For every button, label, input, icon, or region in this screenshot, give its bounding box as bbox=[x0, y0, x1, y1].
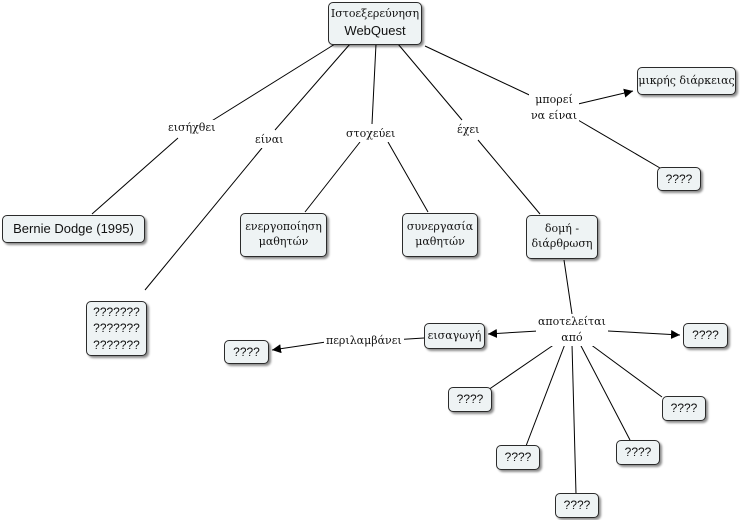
part-right-node[interactable]: ???? bbox=[683, 323, 728, 348]
link-label-targets: στοχεύει bbox=[344, 126, 398, 142]
part-a-node[interactable]: ???? bbox=[448, 387, 492, 412]
unknown-left-node[interactable]: ???? bbox=[224, 340, 269, 364]
unknown-multi-node[interactable]: ??????? ??????? ??????? bbox=[86, 301, 147, 356]
is-text: είναι bbox=[255, 133, 284, 146]
can-be-line1: μπορεί bbox=[535, 93, 573, 106]
short-duration-label: μικρής διάρκειας bbox=[638, 73, 735, 87]
introduction-label: εισαγωγή bbox=[427, 328, 482, 342]
link-label-can-be: μπορεί να είναι bbox=[529, 92, 580, 124]
unknown-multi-line3: ??????? bbox=[93, 337, 140, 352]
bernie-dodge-node[interactable]: Bernie Dodge (1995) bbox=[2, 215, 145, 243]
part-e-label: ???? bbox=[563, 498, 591, 513]
part-e-node[interactable]: ???? bbox=[555, 493, 599, 518]
has-text: έχει bbox=[457, 123, 480, 136]
cooperation-line2: μαθητών bbox=[415, 235, 465, 248]
connector-line bbox=[607, 330, 681, 339]
link-label-includes: περιλαμβάνει bbox=[324, 333, 404, 349]
student-cooperation-node[interactable]: συνεργασία μαθητών bbox=[402, 213, 478, 257]
connector-line bbox=[304, 141, 361, 213]
student-activation-node[interactable]: ενεργοποίηση μαθητών bbox=[240, 213, 327, 257]
connector-line bbox=[571, 343, 577, 495]
connector-line bbox=[424, 45, 541, 101]
connector-line bbox=[209, 43, 336, 123]
part-d-node[interactable]: ???? bbox=[496, 445, 540, 470]
unknown-left-label: ???? bbox=[233, 344, 260, 359]
connector-line bbox=[525, 343, 566, 447]
part-b-label: ???? bbox=[670, 401, 698, 416]
connector-line bbox=[371, 43, 377, 125]
cooperation-line1: συνεργασία bbox=[406, 220, 474, 234]
connector-line bbox=[144, 147, 263, 291]
root-label-line1: Ιστοεξερεύνηση bbox=[330, 7, 420, 21]
unknown-right-label: ???? bbox=[665, 171, 693, 186]
can-be-line2: να είναι bbox=[531, 108, 578, 122]
activation-line2: μαθητών bbox=[258, 235, 309, 248]
connector-line bbox=[271, 341, 327, 354]
connector-line bbox=[487, 328, 539, 338]
activation-line1: ενεργοποίηση bbox=[245, 220, 322, 234]
unknown-right-node[interactable]: ???? bbox=[657, 167, 701, 191]
structure-line2: διάρθρωση bbox=[531, 237, 593, 250]
root-label-line2: WebQuest bbox=[344, 23, 406, 39]
link-label-has: έχει bbox=[455, 122, 482, 138]
connector-line bbox=[91, 137, 179, 215]
link-label-is: είναι bbox=[253, 132, 286, 148]
part-d-label: ???? bbox=[504, 450, 532, 465]
structure-node[interactable]: δομή - διάρθρωση bbox=[526, 215, 598, 259]
link-label-introduced: εισήχθει bbox=[166, 120, 218, 136]
connector-line bbox=[387, 141, 429, 213]
part-b-node[interactable]: ???? bbox=[662, 396, 706, 421]
link-label-consists-of: αποτελείται από bbox=[536, 314, 608, 346]
bernie-dodge-label: Bernie Dodge (1995) bbox=[13, 221, 134, 237]
unknown-multi-line1: ??????? bbox=[93, 305, 140, 320]
connector-line bbox=[487, 343, 556, 391]
connector-line bbox=[274, 43, 351, 131]
consists-of-line2: από bbox=[561, 330, 583, 344]
unknown-multi-line2: ??????? bbox=[93, 321, 140, 336]
connector-line bbox=[579, 343, 631, 441]
targets-text: στοχεύει bbox=[346, 127, 396, 140]
connector-line bbox=[577, 119, 661, 169]
short-duration-node[interactable]: μικρής διάρκειας bbox=[637, 67, 736, 95]
introduction-node[interactable]: εισαγωγή bbox=[424, 323, 485, 349]
webquest-root-node[interactable]: Ιστοεξερεύνηση WebQuest bbox=[328, 2, 422, 45]
includes-text: περιλαμβάνει bbox=[326, 334, 402, 347]
introduced-text: εισήχθει bbox=[168, 121, 216, 134]
part-c-label: ???? bbox=[624, 445, 652, 460]
part-a-label: ???? bbox=[456, 392, 484, 407]
part-c-node[interactable]: ???? bbox=[616, 440, 660, 465]
structure-line1: δομή - bbox=[544, 222, 580, 236]
connector-line bbox=[563, 259, 573, 315]
part-right-label: ???? bbox=[692, 328, 719, 343]
connector-line bbox=[589, 343, 663, 398]
connector-line bbox=[397, 43, 463, 121]
connector-line bbox=[577, 88, 634, 105]
consists-of-line1: αποτελείται bbox=[538, 315, 606, 328]
connector-line bbox=[477, 139, 541, 215]
